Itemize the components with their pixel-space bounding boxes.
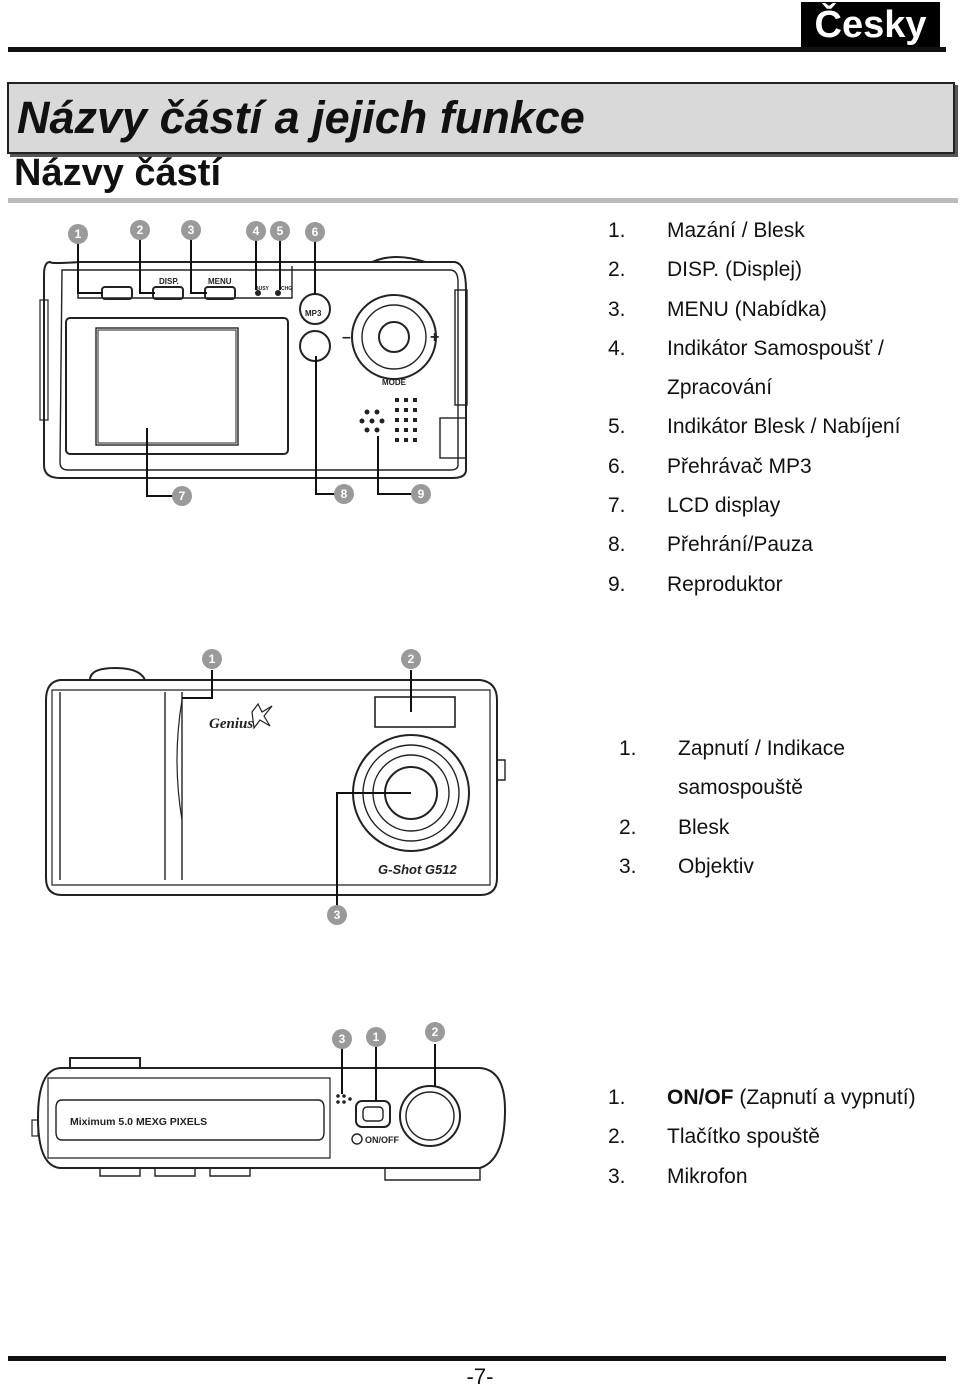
list-item: 9.Reproduktor — [608, 572, 783, 596]
svg-text:4: 4 — [253, 224, 260, 238]
list-item: 3.MENU (Nabídka) — [608, 297, 827, 321]
svg-text:5: 5 — [277, 224, 284, 238]
list-item: samospouště — [678, 776, 803, 800]
disp-label: DISP. — [159, 277, 179, 286]
camera-back-diagram: DISP. MENU BUSY CHG MP3 MODE – + 1 2 3 4… — [39, 220, 468, 506]
back-marker-7: 7 — [172, 486, 192, 506]
svg-text:3: 3 — [188, 223, 195, 237]
brand-label: Genius — [209, 716, 253, 732]
back-marker-9: 9 — [411, 484, 431, 504]
front-marker-2: 2 — [401, 649, 421, 669]
pixels-label: Miximum 5.0 MEXG PIXELS — [70, 1116, 207, 1128]
list-item: 1.ON/OF (Zapnutí a vypnutí) — [608, 1086, 916, 1109]
list-item: 1.Mazání / Blesk — [608, 219, 805, 242]
title-banner: Názvy částí a jejich funkce — [7, 82, 955, 154]
front-marker-3: 3 — [327, 905, 347, 925]
list-item: 5.Indikátor Blesk / Nabíjení — [608, 415, 901, 439]
onoff-label: ON/OFF — [365, 1135, 399, 1145]
camera-top-diagram: Miximum 5.0 MEXG PIXELS ON/OFF 3 1 2 — [31, 1022, 507, 1181]
subtitle-rule — [8, 198, 958, 203]
mp3-label: MP3 — [305, 309, 322, 318]
power-icon — [351, 1133, 363, 1145]
svg-text:1: 1 — [209, 652, 216, 666]
chg-label: CHG — [281, 286, 292, 292]
footer-rule — [8, 1356, 946, 1361]
plus-label: + — [430, 329, 439, 346]
back-marker-5: 5 — [270, 221, 290, 241]
svg-text:2: 2 — [408, 652, 415, 666]
list-item: 7.LCD display — [608, 494, 781, 518]
section-subtitle: Názvy částí — [14, 152, 222, 194]
mode-label: MODE — [382, 378, 407, 387]
header-rule — [8, 47, 946, 52]
svg-text:9: 9 — [418, 487, 425, 501]
model-label: G-Shot G512 — [378, 862, 458, 877]
top-marker-3: 3 — [332, 1029, 352, 1049]
list-item: 3.Mikrofon — [608, 1164, 748, 1188]
page-number: -7- — [466, 1364, 494, 1389]
list-item: 1.Zapnutí / Indikace — [619, 737, 845, 760]
svg-text:6: 6 — [312, 225, 319, 239]
list-item: Zpracování — [667, 376, 773, 400]
language-label: Česky — [814, 3, 927, 46]
list-item: 8.Přehrání/Pauza — [608, 533, 813, 557]
list-item: 4.Indikátor Samospoušť / — [608, 336, 884, 360]
top-parts-list: 1.ON/OF (Zapnutí a vypnutí) 2.Tlačítko s… — [608, 1078, 953, 1196]
svg-text:7: 7 — [179, 489, 186, 503]
list-item: 2.Tlačítko spouště — [608, 1125, 820, 1149]
svg-text:3: 3 — [334, 908, 341, 922]
front-marker-1: 1 — [202, 649, 222, 669]
list-item: 3.Objektiv — [619, 854, 754, 878]
language-tab: Česky — [801, 2, 940, 48]
svg-text:8: 8 — [341, 487, 348, 501]
brand-logo-icon — [251, 702, 273, 730]
back-marker-2: 2 — [130, 220, 150, 240]
top-marker-1: 1 — [366, 1027, 386, 1047]
svg-text:2: 2 — [137, 223, 144, 237]
menu-label: MENU — [208, 277, 232, 286]
back-marker-8: 8 — [334, 484, 354, 504]
svg-text:1: 1 — [75, 227, 82, 241]
back-marker-1: 1 — [68, 224, 88, 244]
svg-text:3: 3 — [339, 1032, 346, 1046]
busy-label: BUSY — [255, 286, 270, 292]
back-marker-3: 3 — [181, 220, 201, 240]
top-marker-2: 2 — [425, 1022, 445, 1042]
back-marker-6: 6 — [305, 222, 325, 242]
minus-label: – — [342, 329, 351, 346]
svg-text:1: 1 — [373, 1030, 380, 1044]
front-parts-list: 1.Zapnutí / Indikace samospouště 2.Blesk… — [619, 729, 949, 886]
back-parts-list: 1.Mazání / Blesk 2.DISP. (Displej) 3.MEN… — [608, 211, 953, 604]
list-item: 2.Blesk — [619, 815, 730, 839]
page-title: Názvy částí a jejich funkce — [17, 92, 585, 143]
camera-front-diagram: Genius G-Shot G512 1 2 3 — [45, 649, 506, 925]
back-marker-4: 4 — [246, 221, 266, 241]
list-item: 2.DISP. (Displej) — [608, 258, 802, 282]
svg-text:2: 2 — [432, 1025, 439, 1039]
list-item: 6.Přehrávač MP3 — [608, 454, 812, 478]
